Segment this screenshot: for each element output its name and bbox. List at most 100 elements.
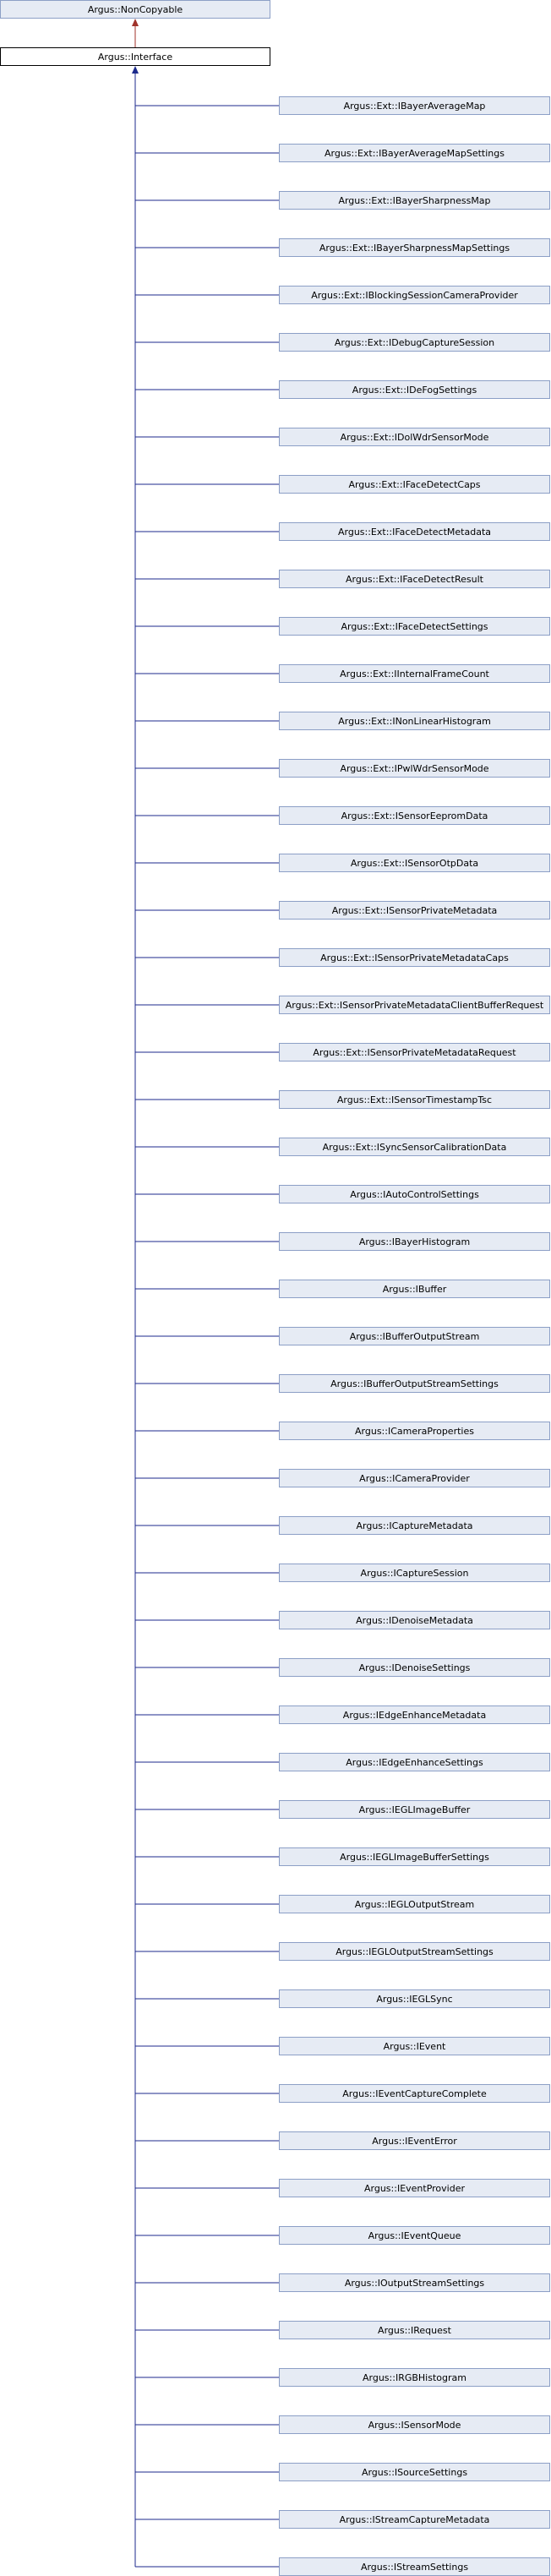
derived-class-box[interactable] bbox=[279, 617, 550, 636]
derived-class-box[interactable] bbox=[279, 1706, 550, 1724]
derived-class-box[interactable] bbox=[279, 2510, 550, 2529]
derived-class-node[interactable]: Argus::Ext::ISensorPrivateMetadataCaps bbox=[135, 948, 550, 967]
derived-class-box[interactable] bbox=[279, 2131, 550, 2150]
derived-class-node[interactable]: Argus::Ext::ISensorPrivateMetadata bbox=[135, 901, 550, 920]
derived-class-node[interactable]: Argus::IEvent bbox=[135, 2037, 550, 2055]
derived-class-node[interactable]: Argus::IEGLImageBuffer bbox=[135, 1800, 550, 1819]
derived-class-box[interactable] bbox=[279, 1942, 550, 1961]
derived-class-node[interactable]: Argus::Ext::IBayerSharpnessMap bbox=[135, 191, 550, 210]
derived-class-box[interactable] bbox=[279, 1800, 550, 1819]
derived-class-node[interactable]: Argus::Ext::IFaceDetectCaps bbox=[135, 475, 550, 494]
derived-class-box[interactable] bbox=[279, 1043, 550, 1062]
derived-class-node[interactable]: Argus::IEventProvider bbox=[135, 2179, 550, 2197]
derived-class-box[interactable] bbox=[279, 2368, 550, 2387]
derived-class-node[interactable]: Argus::Ext::IBlockingSessionCameraProvid… bbox=[135, 286, 550, 304]
derived-class-node[interactable]: Argus::Ext::ISensorOtpData bbox=[135, 854, 550, 872]
derived-class-box[interactable] bbox=[279, 286, 550, 304]
derived-class-node[interactable]: Argus::Ext::ISyncSensorCalibrationData bbox=[135, 1138, 550, 1156]
derived-class-box[interactable] bbox=[279, 1232, 550, 1251]
derived-class-box[interactable] bbox=[279, 1895, 550, 1913]
derived-class-node[interactable]: Argus::Ext::ISensorPrivateMetadataReques… bbox=[135, 1043, 550, 1062]
derived-class-node[interactable]: Argus::ICaptureMetadata bbox=[135, 1516, 550, 1535]
derived-class-box[interactable] bbox=[279, 2226, 550, 2245]
derived-class-node[interactable]: Argus::IBufferOutputStream bbox=[135, 1327, 550, 1345]
derived-class-node[interactable]: Argus::Ext::IBayerAverageMap bbox=[135, 96, 550, 115]
derived-class-node[interactable]: Argus::Ext::IDeFogSettings bbox=[135, 380, 550, 399]
derived-class-node[interactable]: Argus::IEdgeEnhanceSettings bbox=[135, 1753, 550, 1771]
derived-class-box[interactable] bbox=[279, 2273, 550, 2292]
derived-class-node[interactable]: Argus::Ext::ISensorTimestampTsc bbox=[135, 1090, 550, 1109]
derived-class-box[interactable] bbox=[279, 2321, 550, 2339]
derived-class-box[interactable] bbox=[279, 2037, 550, 2055]
derived-class-node[interactable]: Argus::IStreamCaptureMetadata bbox=[135, 2510, 550, 2529]
derived-class-box[interactable] bbox=[279, 948, 550, 967]
derived-class-node[interactable]: Argus::IDenoiseMetadata bbox=[135, 1611, 550, 1629]
derived-class-node[interactable]: Argus::Ext::ISensorPrivateMetadataClient… bbox=[135, 996, 550, 1014]
derived-class-box[interactable] bbox=[279, 1280, 550, 1298]
derived-class-node[interactable]: Argus::Ext::IDebugCaptureSession bbox=[135, 333, 550, 352]
derived-class-box[interactable] bbox=[279, 712, 550, 730]
derived-class-box[interactable] bbox=[279, 1658, 550, 1677]
derived-class-node[interactable]: Argus::IRGBHistogram bbox=[135, 2368, 550, 2387]
derived-class-box[interactable] bbox=[279, 2179, 550, 2197]
derived-class-node[interactable]: Argus::IEGLOutputStreamSettings bbox=[135, 1942, 550, 1961]
derived-class-node[interactable]: Argus::Ext::IFaceDetectResult bbox=[135, 570, 550, 588]
derived-class-node[interactable]: Argus::Ext::IFaceDetectSettings bbox=[135, 617, 550, 636]
derived-class-node[interactable]: Argus::Ext::IFaceDetectMetadata bbox=[135, 522, 550, 541]
derived-class-box[interactable] bbox=[279, 238, 550, 257]
derived-class-box[interactable] bbox=[279, 854, 550, 872]
derived-class-box[interactable] bbox=[279, 2084, 550, 2103]
derived-class-box[interactable] bbox=[279, 1138, 550, 1156]
derived-class-node[interactable]: Argus::IEGLSync bbox=[135, 1989, 550, 2008]
derived-class-box[interactable] bbox=[279, 570, 550, 588]
derived-class-node[interactable]: Argus::IOutputStreamSettings bbox=[135, 2273, 550, 2292]
derived-class-box[interactable] bbox=[279, 1422, 550, 1440]
derived-class-box[interactable] bbox=[279, 1090, 550, 1109]
derived-class-node[interactable]: Argus::Ext::ISensorEepromData bbox=[135, 806, 550, 825]
derived-class-node[interactable]: Argus::Ext::IPwlWdrSensorMode bbox=[135, 759, 550, 778]
derived-class-box[interactable] bbox=[279, 380, 550, 399]
derived-class-box[interactable] bbox=[279, 806, 550, 825]
derived-class-node[interactable]: Argus::IEdgeEnhanceMetadata bbox=[135, 1706, 550, 1724]
derived-class-box[interactable] bbox=[279, 1753, 550, 1771]
derived-class-box[interactable] bbox=[279, 759, 550, 778]
derived-class-node[interactable]: Argus::IEventQueue bbox=[135, 2226, 550, 2245]
derived-class-node[interactable]: Argus::IEventError bbox=[135, 2131, 550, 2150]
derived-class-box[interactable] bbox=[279, 901, 550, 920]
derived-class-box[interactable] bbox=[279, 2463, 550, 2481]
derived-class-node[interactable]: Argus::Ext::IInternalFrameCount bbox=[135, 664, 550, 683]
derived-class-box[interactable] bbox=[279, 96, 550, 115]
derived-class-node[interactable]: Argus::ICameraProperties bbox=[135, 1422, 550, 1440]
derived-class-node[interactable]: Argus::IStreamSettings bbox=[135, 2557, 550, 2576]
derived-class-node[interactable]: Argus::IRequest bbox=[135, 2321, 550, 2339]
derived-class-node[interactable]: Argus::ISensorMode bbox=[135, 2415, 550, 2434]
derived-class-node[interactable]: Argus::ICaptureSession bbox=[135, 1564, 550, 1582]
derived-class-box[interactable] bbox=[279, 1516, 550, 1535]
derived-class-box[interactable] bbox=[279, 1847, 550, 1866]
derived-class-box[interactable] bbox=[279, 1564, 550, 1582]
derived-class-box[interactable] bbox=[279, 144, 550, 162]
derived-class-node[interactable]: Argus::Ext::IDolWdrSensorMode bbox=[135, 428, 550, 446]
derived-class-node[interactable]: Argus::IBayerHistogram bbox=[135, 1232, 550, 1251]
derived-class-box[interactable] bbox=[279, 1989, 550, 2008]
derived-class-box[interactable] bbox=[279, 475, 550, 494]
derived-class-box[interactable] bbox=[279, 1374, 550, 1393]
derived-class-node[interactable]: Argus::ISourceSettings bbox=[135, 2463, 550, 2481]
derived-class-box[interactable] bbox=[279, 522, 550, 541]
class-node-noncopyable[interactable]: Argus::NonCopyable bbox=[0, 0, 270, 19]
derived-class-node[interactable]: Argus::IBufferOutputStreamSettings bbox=[135, 1374, 550, 1393]
derived-class-node[interactable]: Argus::IEGLImageBufferSettings bbox=[135, 1847, 550, 1866]
derived-class-box[interactable] bbox=[279, 1469, 550, 1487]
derived-class-node[interactable]: Argus::Ext::IBayerSharpnessMapSettings bbox=[135, 238, 550, 257]
derived-class-node[interactable]: Argus::ICameraProvider bbox=[135, 1469, 550, 1487]
derived-class-node[interactable]: Argus::IBuffer bbox=[135, 1280, 550, 1298]
derived-class-node[interactable]: Argus::IEGLOutputStream bbox=[135, 1895, 550, 1913]
derived-class-box[interactable] bbox=[279, 1611, 550, 1629]
derived-class-box[interactable] bbox=[279, 664, 550, 683]
derived-class-box[interactable] bbox=[279, 1185, 550, 1203]
derived-class-node[interactable]: Argus::Ext::INonLinearHistogram bbox=[135, 712, 550, 730]
derived-class-node[interactable]: Argus::Ext::IBayerAverageMapSettings bbox=[135, 144, 550, 162]
derived-class-node[interactable]: Argus::IAutoControlSettings bbox=[135, 1185, 550, 1203]
class-node-interface[interactable]: Argus::Interface bbox=[0, 47, 270, 66]
derived-class-box[interactable] bbox=[279, 191, 550, 210]
